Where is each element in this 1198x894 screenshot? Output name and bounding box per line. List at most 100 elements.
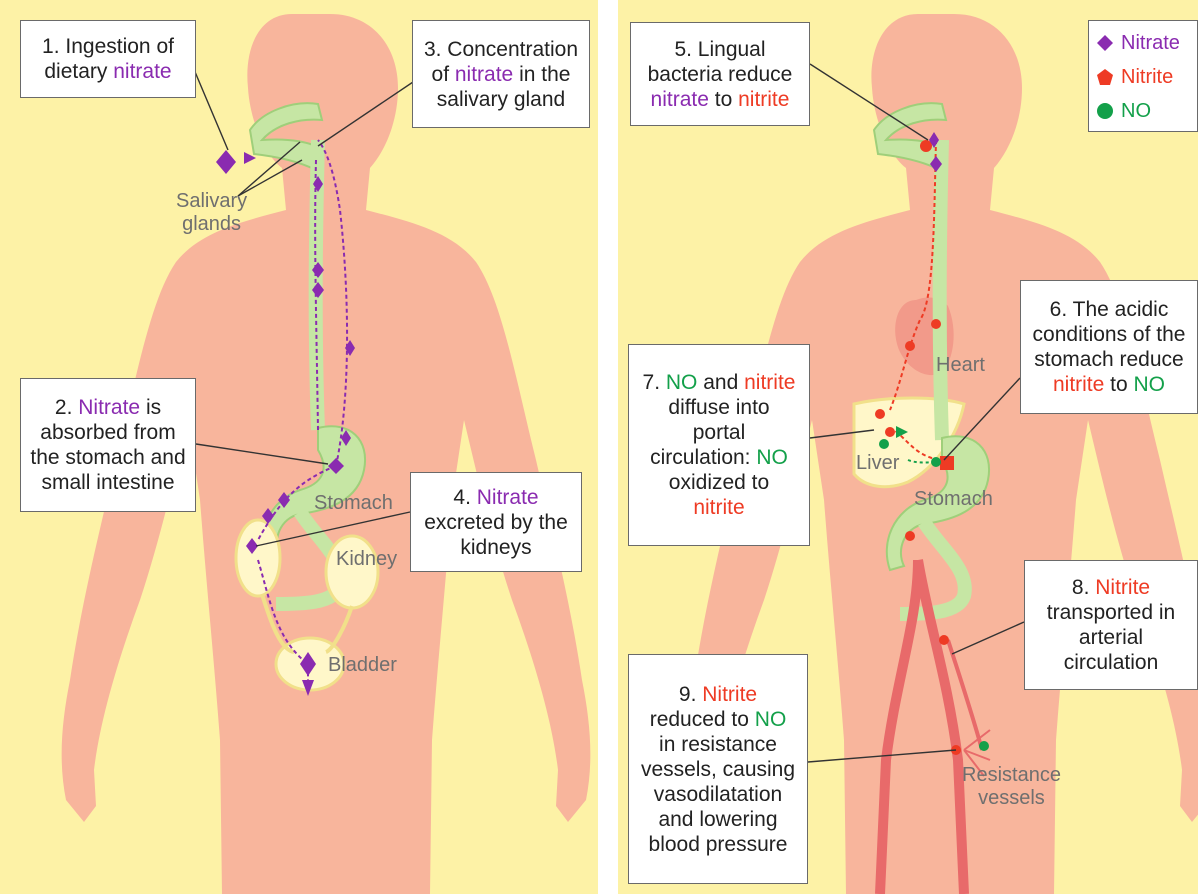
step-9-line-5: vasodilatation: [629, 782, 807, 807]
panel-gap: [598, 0, 618, 894]
step-8-line-2: transported in: [1025, 600, 1197, 625]
legend-item-no: NO: [1097, 99, 1151, 123]
text-span: and: [697, 371, 744, 394]
step-2-line-2: absorbed from: [21, 420, 195, 445]
text-span: to: [709, 88, 738, 111]
nitrite-term: Nitrite: [702, 683, 757, 706]
text-span: 2.: [55, 396, 78, 419]
nitrate-marker: [216, 150, 236, 174]
nitrite-marker: [905, 531, 915, 541]
kidney-left: [236, 520, 280, 596]
nitrite-marker: [875, 409, 885, 419]
step-4-line-2: excreted by the: [411, 510, 581, 535]
nitrate-term: Nitrate: [78, 396, 140, 419]
nitrate-diamond-icon: [1097, 35, 1113, 51]
step-7-line-2: diffuse into: [629, 395, 809, 420]
label-resistance-vessels: Resistance vessels: [962, 764, 1061, 810]
legend-item-nitrate: Nitrate: [1097, 31, 1180, 55]
step-6-line-4: nitrite to NO: [1021, 372, 1197, 397]
nitrate-term: Nitrate: [477, 486, 539, 509]
step-3-line-3: salivary gland: [413, 87, 589, 112]
no-marker: [879, 439, 889, 449]
label-heart: Heart: [936, 354, 985, 377]
no-marker: [979, 741, 989, 751]
text-span: dietary: [44, 60, 113, 83]
no-term: NO: [755, 708, 787, 731]
step-6-line-2: conditions of the: [1021, 322, 1197, 347]
nitrite-term: nitrite: [738, 88, 789, 111]
salivary-label-line-2: glands: [176, 213, 247, 236]
step-9-line-7: blood pressure: [629, 832, 807, 857]
text-span: 7.: [643, 371, 666, 394]
step-3-line-1: 3. Concentration: [413, 37, 589, 62]
nitrite-pentagon-icon: [1097, 69, 1113, 85]
step-9-line-4: vessels, causing: [629, 757, 807, 782]
label-kidney: Kidney: [336, 548, 397, 571]
step-5-line-2: bacteria reduce: [631, 62, 809, 87]
step-3-line-2: of nitrate in the: [413, 62, 589, 87]
nitrite-marker: [940, 456, 954, 470]
step-7-line-3: portal: [629, 420, 809, 445]
callout-step-5: 5. Lingual bacteria reduce nitrate to ni…: [630, 22, 810, 126]
step-7-line-1: 7. NO and nitrite: [629, 370, 809, 395]
no-term: NO: [666, 371, 698, 394]
esophagus: [940, 140, 942, 440]
step-2-line-1: 2. Nitrate is: [21, 395, 195, 420]
nitrite-no-pathway-panel: Nitrate Nitrite NO 5. Lingual bacteria r…: [618, 0, 1198, 894]
nitrite-term: nitrite: [744, 371, 795, 394]
nitrate-term: nitrate: [455, 63, 513, 86]
nitrite-marker: [885, 427, 895, 437]
nitrite-marker: [939, 635, 949, 645]
no-circle-icon: [1097, 103, 1113, 119]
legend-nitrate-label: Nitrate: [1121, 32, 1180, 55]
label-stomach-left: Stomach: [314, 492, 393, 515]
salivary-label-line-1: Salivary: [176, 190, 247, 213]
callout-step-9: 9. Nitrite reduced to NO in resistance v…: [628, 654, 808, 884]
text-span: 4.: [453, 486, 476, 509]
step-7-line-5: oxidized to: [629, 470, 809, 495]
no-term: NO: [1134, 373, 1166, 396]
nitrate-pathway-panel: 1. Ingestion of dietary nitrate 3. Conce…: [0, 0, 598, 894]
text-span: of: [432, 63, 455, 86]
callout-step-2: 2. Nitrate is absorbed from the stomach …: [20, 378, 196, 512]
label-salivary-glands: Salivary glands: [176, 190, 247, 236]
no-term: NO: [756, 446, 788, 469]
step-9-line-6: and lowering: [629, 807, 807, 832]
step-8-line-3: arterial: [1025, 625, 1197, 650]
nitrite-term: Nitrite: [1095, 576, 1150, 599]
step-7-line-6: nitrite: [629, 495, 809, 520]
text-span: reduced to: [650, 708, 755, 731]
callout-step-3: 3. Concentration of nitrate in the saliv…: [412, 20, 590, 128]
callout-step-8: 8. Nitrite transported in arterial circu…: [1024, 560, 1198, 690]
step-4-line-1: 4. Nitrate: [411, 485, 581, 510]
text-span: to: [1104, 373, 1133, 396]
nitrite-term: nitrite: [1053, 373, 1104, 396]
label-stomach-right: Stomach: [914, 488, 993, 511]
callout-step-4: 4. Nitrate excreted by the kidneys: [410, 472, 582, 572]
step-6-line-3: stomach reduce: [1021, 347, 1197, 372]
step-7-line-4: circulation: NO: [629, 445, 809, 470]
nitrate-term: nitrate: [651, 88, 709, 111]
text-span: in the: [513, 63, 570, 86]
nitrite-marker: [905, 341, 915, 351]
step-2-line-4: small intestine: [21, 470, 195, 495]
text-span: circulation:: [650, 446, 756, 469]
step-5-line-1: 5. Lingual: [631, 37, 809, 62]
text-span: is: [140, 396, 161, 419]
step-1-line-1: 1. Ingestion of: [21, 34, 195, 59]
legend-nitrite-label: Nitrite: [1121, 66, 1173, 89]
text-span: 8.: [1072, 576, 1095, 599]
step-9-line-3: in resistance: [629, 732, 807, 757]
text-span: 9.: [679, 683, 702, 706]
step-4-line-3: kidneys: [411, 535, 581, 560]
step-9-line-1: 9. Nitrite: [629, 682, 807, 707]
legend-no-label: NO: [1121, 100, 1151, 123]
label-liver: Liver: [856, 452, 899, 475]
label-bladder: Bladder: [328, 654, 397, 677]
nitrite-marker: [931, 319, 941, 329]
step-8-line-1: 8. Nitrite: [1025, 575, 1197, 600]
callout-step-1: 1. Ingestion of dietary nitrate: [20, 20, 196, 98]
legend-item-nitrite: Nitrite: [1097, 65, 1173, 89]
step-5-line-3: nitrate to nitrite: [631, 87, 809, 112]
callout-step-6: 6. The acidic conditions of the stomach …: [1020, 280, 1198, 414]
